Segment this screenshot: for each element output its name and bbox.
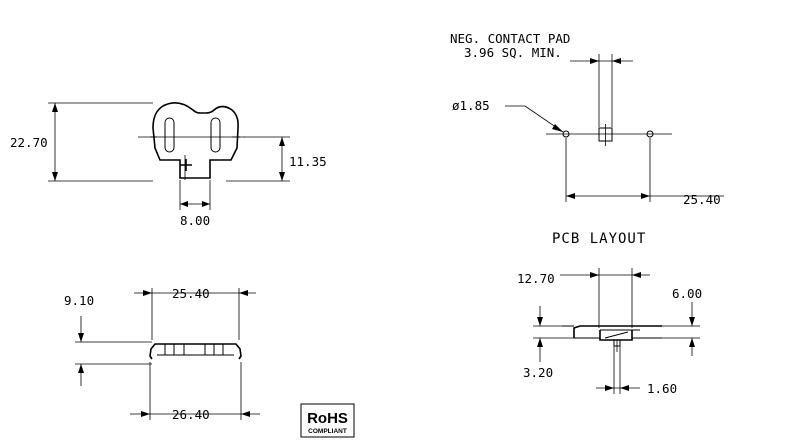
arrow-down xyxy=(689,317,695,326)
arrow-left xyxy=(612,58,621,64)
arrow-up xyxy=(78,364,84,373)
right-slot xyxy=(210,117,221,153)
arrow-left xyxy=(620,385,629,391)
arrow-left xyxy=(566,193,575,199)
arrow-right xyxy=(143,290,152,296)
arrow-down xyxy=(279,172,285,181)
arrow-left xyxy=(632,272,641,278)
dim-11-35: 11.35 xyxy=(289,154,327,169)
top-view: 22.70 11.35 8.00 xyxy=(10,102,327,228)
arrow-down xyxy=(537,317,543,326)
side-view: 12.70 6.00 3.20 1.60 xyxy=(517,268,702,396)
dim-3-20: 3.20 xyxy=(523,365,553,380)
front-tab-middle xyxy=(183,343,206,356)
mounting-hole-right xyxy=(646,130,654,138)
dim-6-00: 6.00 xyxy=(672,286,702,301)
arrow-right xyxy=(605,385,614,391)
dim-9-10: 9.10 xyxy=(64,293,94,308)
pcb-layout-title: PCB LAYOUT xyxy=(552,231,646,247)
dim-1-60: 1.60 xyxy=(647,381,677,396)
dim-hole-diameter: ø1.85 xyxy=(452,98,490,113)
neg-contact-note-line2: 3.96 SQ. MIN. xyxy=(464,45,562,60)
pcb-layout-view: NEG. CONTACT PAD 3.96 SQ. MIN. ø1.85 25.… xyxy=(450,31,724,247)
dim-25-40-pcb: 25.40 xyxy=(683,192,721,207)
holder-outline xyxy=(152,102,239,179)
leader-arrow xyxy=(552,124,563,132)
arrow-up xyxy=(689,338,695,347)
front-tab-left xyxy=(164,343,175,356)
rohs-subtitle: COMPLIANT xyxy=(308,428,347,435)
neg-contact-note-line1: NEG. CONTACT PAD xyxy=(450,31,570,46)
front-outline xyxy=(149,343,242,360)
arrow-left xyxy=(241,411,250,417)
left-slot xyxy=(164,117,175,153)
side-body-outline xyxy=(573,325,662,338)
arrow-right xyxy=(641,193,650,199)
arrow-right xyxy=(202,201,210,207)
dim-26-40: 26.40 xyxy=(172,407,210,422)
rohs-frame xyxy=(300,403,355,438)
arrow-up xyxy=(279,137,285,146)
rohs-badge: RoHS COMPLIANT xyxy=(300,403,355,438)
dim-8-00: 8.00 xyxy=(180,213,210,228)
front-view: 9.10 25.40 26.40 xyxy=(64,286,260,422)
side-spring-contact xyxy=(604,331,629,339)
plus-mark xyxy=(180,159,192,171)
arrow-down xyxy=(78,333,84,342)
arrow-right xyxy=(590,58,599,64)
arrow-up xyxy=(537,338,543,347)
arrow-up xyxy=(52,103,58,112)
arrow-left xyxy=(180,201,188,207)
rohs-title: RoHS xyxy=(307,410,348,427)
dim-12-70: 12.70 xyxy=(517,271,555,286)
front-tab-right xyxy=(213,343,224,356)
dim-22-70: 22.70 xyxy=(10,135,48,150)
arrow-right xyxy=(141,411,150,417)
mounting-hole-left xyxy=(562,130,570,138)
dim-25-40-front: 25.40 xyxy=(172,286,210,301)
arrow-left xyxy=(239,290,248,296)
arrow-down xyxy=(52,172,58,181)
arrow-right xyxy=(590,272,599,278)
